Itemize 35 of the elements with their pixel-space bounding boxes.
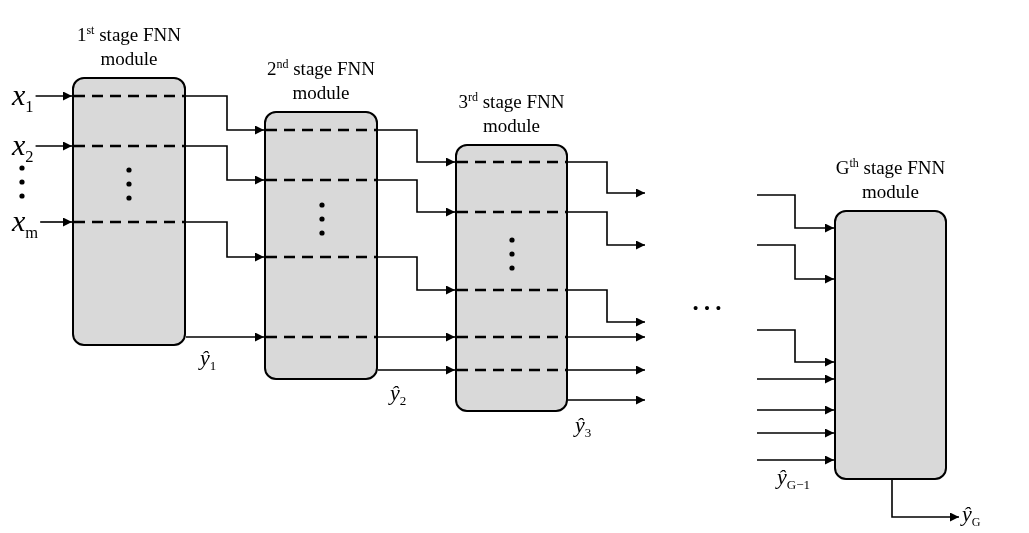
arrow <box>185 145 265 185</box>
arrow <box>34 141 73 151</box>
arrow <box>377 179 456 217</box>
arrow <box>567 395 646 405</box>
module-heading: 3$^{rd}$ stage FNN module <box>457 90 566 138</box>
arrow <box>756 244 835 284</box>
arrow <box>756 455 835 465</box>
arrow <box>756 374 835 384</box>
arrow <box>567 289 646 327</box>
math-symbol: x$_{m}$ <box>12 206 39 242</box>
arrow <box>185 332 265 342</box>
arrow <box>377 332 456 342</box>
arrow <box>185 95 265 135</box>
module-heading: 2$^{nd}$ stage FNN module <box>265 57 377 105</box>
arrow <box>756 329 835 367</box>
arrow <box>567 161 646 198</box>
arrow <box>185 221 265 262</box>
arrow <box>377 365 456 375</box>
math-symbol: x$_{1}$ <box>12 80 34 116</box>
arrow <box>756 428 835 438</box>
arrow <box>756 405 835 415</box>
module-heading: 1$^{st}$ stage FNN module <box>75 23 183 71</box>
arrow <box>34 91 73 101</box>
math-symbol: x$_{2}$ <box>12 130 34 166</box>
arrow <box>377 129 456 167</box>
ellipsis-label: … <box>690 282 724 316</box>
arrow <box>756 194 835 233</box>
arrow <box>39 217 73 227</box>
arrow <box>567 332 646 342</box>
arrow <box>891 479 960 522</box>
module-heading: G$^{th}$ stage FNN module <box>834 156 947 204</box>
arrow <box>377 256 456 295</box>
arrow <box>567 365 646 375</box>
arrow <box>567 211 646 250</box>
math-symbol: ŷ$_{G}$ <box>962 503 981 529</box>
